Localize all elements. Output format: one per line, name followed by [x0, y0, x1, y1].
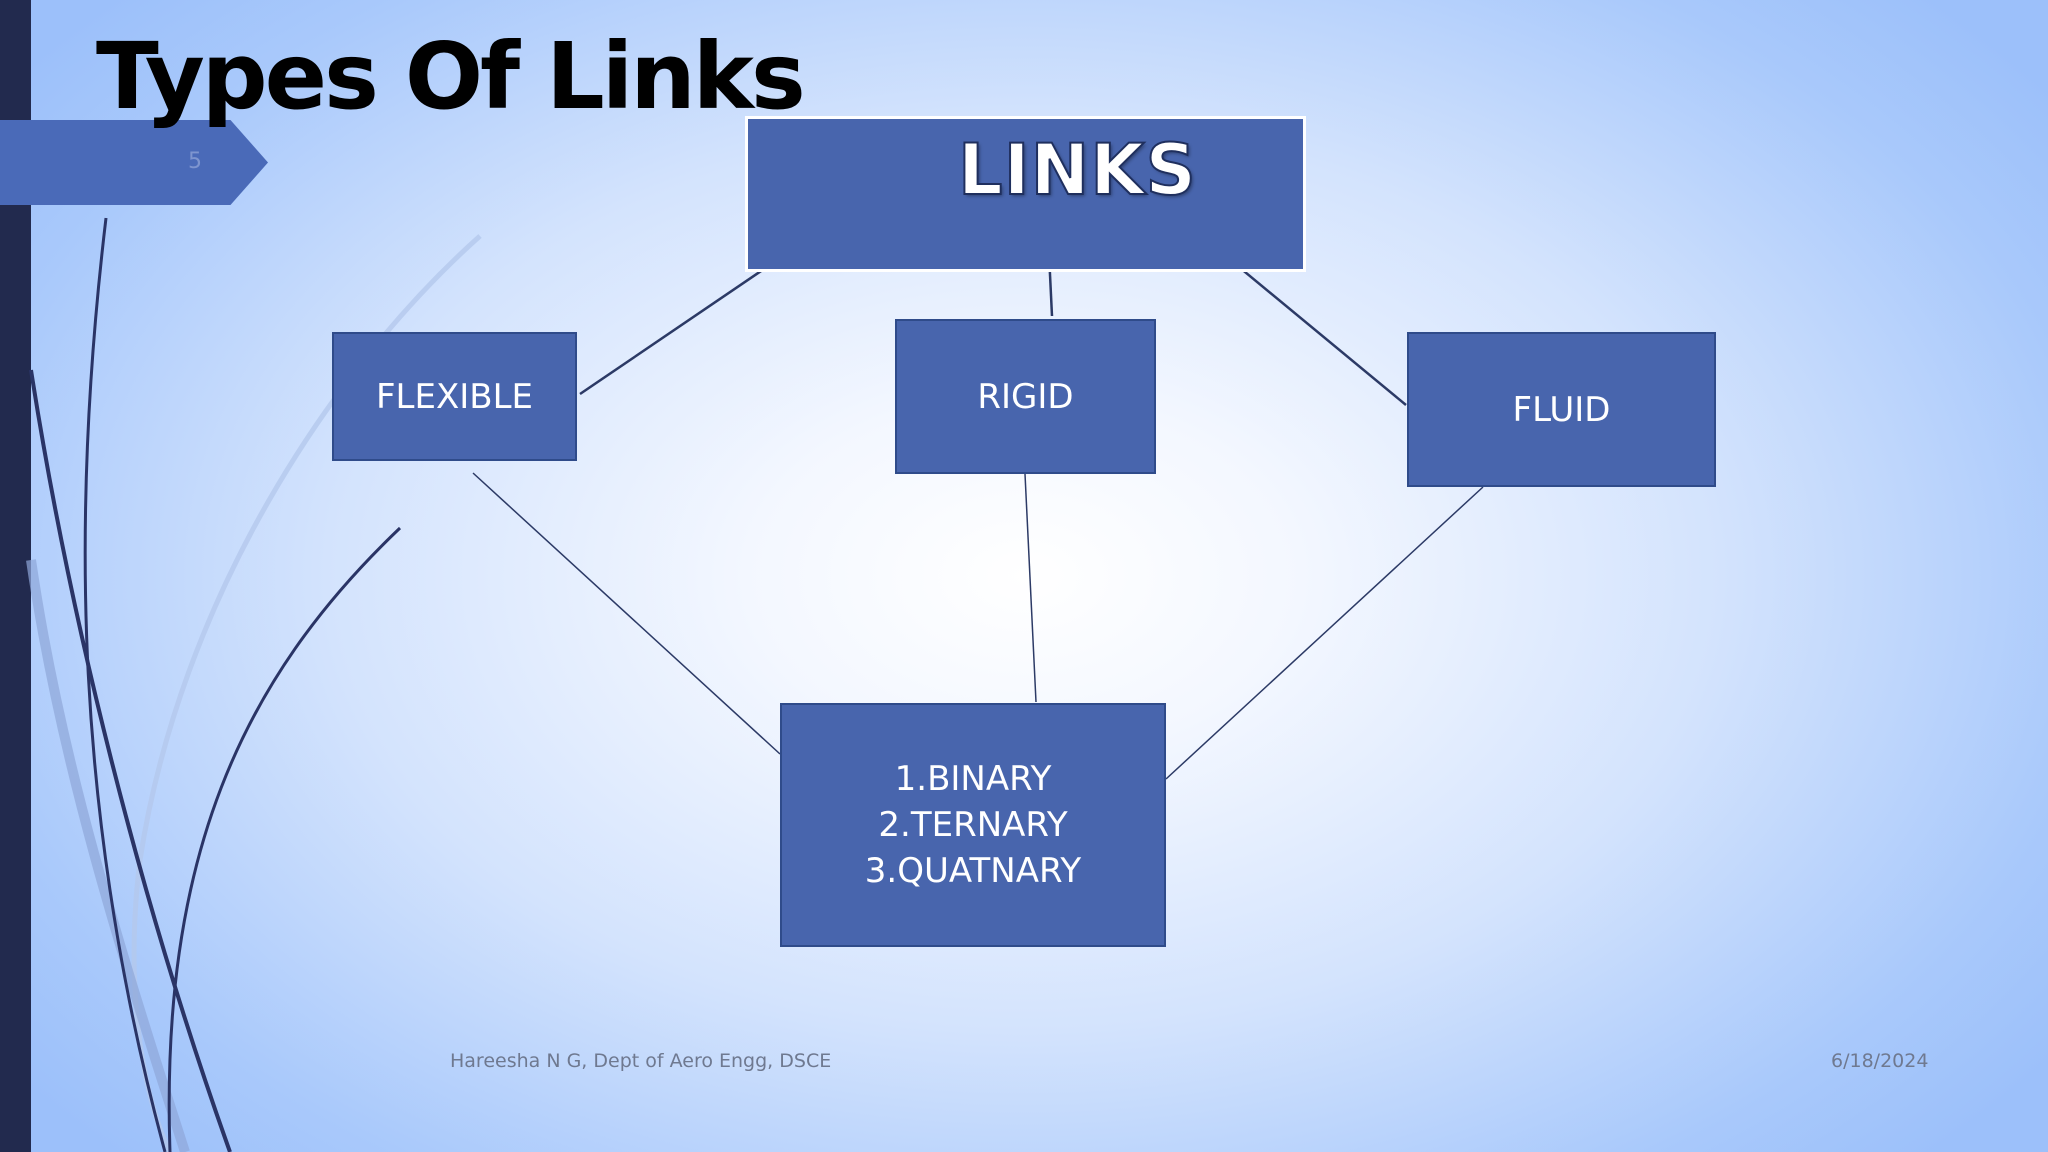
rigid-node: RIGID [895, 319, 1156, 474]
flexible-node: FLEXIBLE [332, 332, 577, 461]
slide-number: 5 [188, 149, 202, 174]
rigid-label: RIGID [977, 376, 1074, 417]
page-title: Types Of Links [96, 23, 806, 130]
binary-label: 1.BINARY [894, 759, 1052, 799]
connector-flexible-types [472, 472, 781, 755]
connector-rigid-types [1024, 473, 1037, 703]
quatnary-label: 3.QUATNARY [864, 851, 1082, 891]
links-root-label: LINKS [957, 128, 1197, 212]
links-root-node: LINKS [745, 116, 1306, 272]
slide-number-tab [0, 120, 268, 205]
flexible-label: FLEXIBLE [375, 376, 534, 417]
fluid-node: FLUID [1407, 332, 1716, 487]
fluid-label: FLUID [1512, 389, 1611, 430]
ternary-label: 2.TERNARY [878, 805, 1068, 845]
link-types-node: 1.BINARY 2.TERNARY 3.QUATNARY [780, 703, 1166, 947]
footer-date: 6/18/2024 [1831, 1050, 1929, 1072]
footer-author: Hareesha N G, Dept of Aero Engg, DSCE [450, 1050, 832, 1072]
connector-fluid-types [1165, 486, 1484, 780]
